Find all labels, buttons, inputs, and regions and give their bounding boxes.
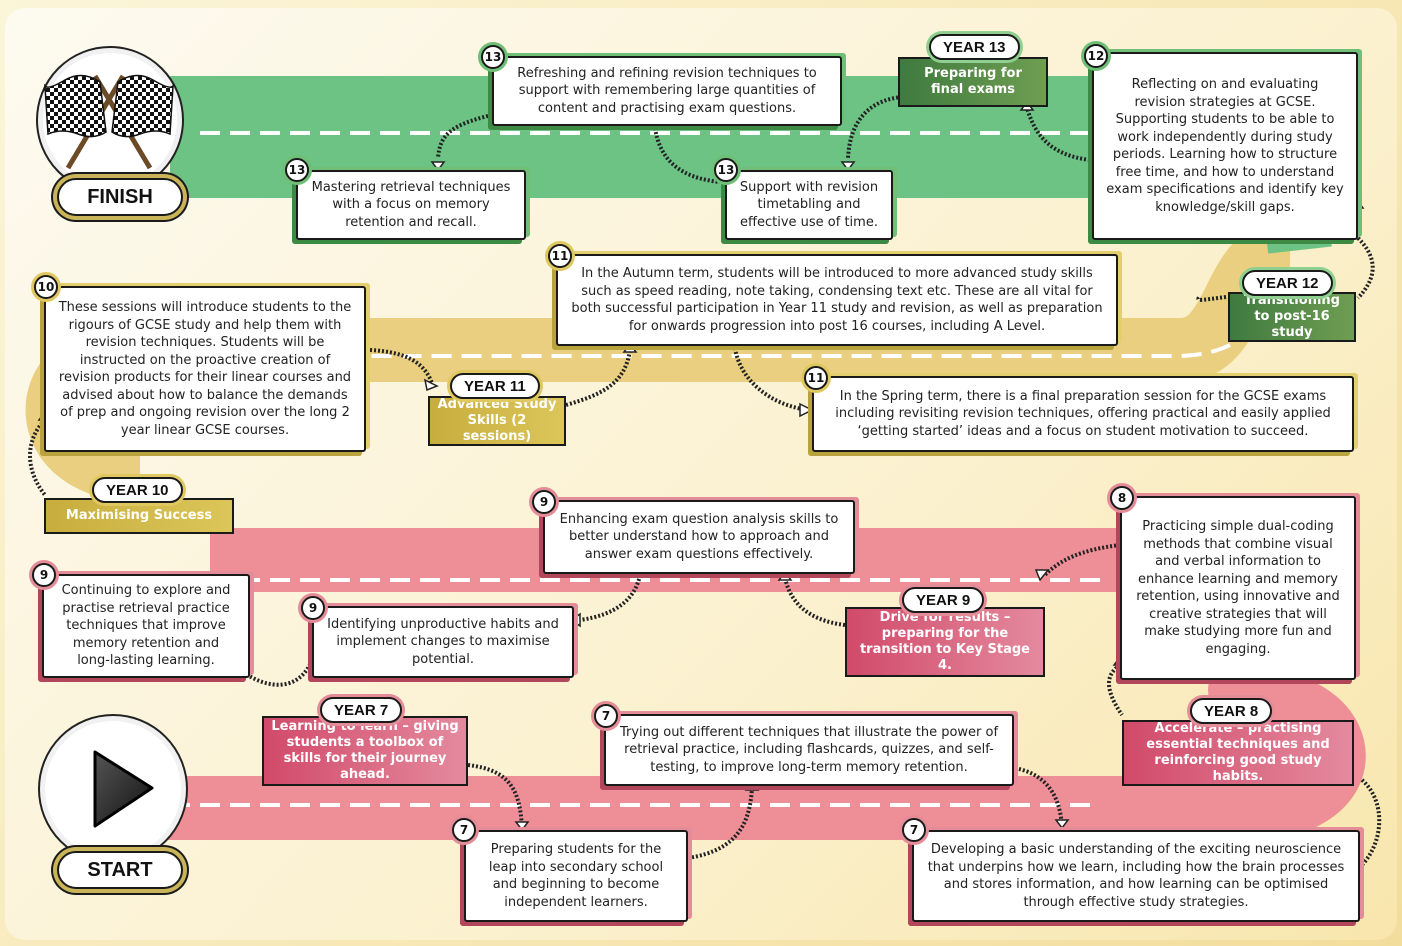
year9-title: Drive for results – preparing for the tr…	[845, 607, 1045, 677]
step-9c-box: Identifying unproductive habits and impl…	[312, 606, 574, 678]
year8-pill: YEAR 8	[1190, 698, 1273, 724]
step-12-box: Reflecting on and evaluating revision st…	[1092, 52, 1358, 240]
step-11a-number: 11	[548, 244, 572, 268]
step-8-box: Practicing simple dual-coding methods th…	[1120, 496, 1356, 680]
step-9c-text: Identifying unproductive habits and impl…	[327, 616, 559, 667]
step-10-box: These sessions will introduce students t…	[44, 286, 366, 452]
start-circle	[38, 714, 188, 864]
step-12-text: Reflecting on and evaluating revision st…	[1106, 77, 1344, 215]
year7-title: Learning to learn – giving students a to…	[262, 716, 468, 786]
step-13c-box: Support with revision timetabling and ef…	[725, 170, 893, 240]
step-11b-number: 11	[804, 366, 828, 390]
step-13a-number: 13	[481, 45, 505, 69]
yellow-road-dashes	[360, 343, 1231, 358]
step-13c-number: 13	[714, 158, 738, 182]
start-label: START	[57, 851, 183, 889]
step-7b-text: Preparing students for the leap into sec…	[488, 842, 664, 910]
step-11b-text: In the Spring term, there is a final pre…	[835, 388, 1331, 439]
finish-circle	[36, 46, 184, 194]
year10-title: Maximising Success	[44, 498, 234, 534]
step-8-text: Practicing simple dual-coding methods th…	[1136, 519, 1340, 657]
step-11a-box: In the Autumn term, students will be int…	[556, 254, 1118, 346]
step-13c-text: Support with revision timetabling and ef…	[739, 179, 879, 230]
step-7c-text: Developing a basic understanding of the …	[927, 842, 1345, 910]
year12-title: Transitioning to post-16 study	[1228, 292, 1356, 342]
step-9b-box: Continuing to explore and practise retri…	[42, 574, 250, 678]
connectors	[28, 95, 1382, 867]
step-7b-box: Preparing students for the leap into sec…	[464, 830, 688, 922]
step-7a-number: 7	[594, 704, 618, 728]
year10-pill: YEAR 10	[92, 477, 183, 503]
step-9a-box: Enhancing exam question analysis skills …	[543, 500, 855, 574]
year8-title: Accelerate – practising essential techni…	[1122, 720, 1354, 786]
checkered-flags-icon	[44, 74, 174, 170]
play-icon	[93, 750, 154, 828]
step-7a-text: Trying out different techniques that ill…	[619, 724, 999, 775]
step-9c-number: 9	[301, 596, 325, 620]
year9-pill: YEAR 9	[902, 587, 985, 613]
year13-title: Preparing for final exams	[898, 57, 1048, 107]
step-11a-text: In the Autumn term, students will be int…	[571, 266, 1103, 334]
step-9b-text: Continuing to explore and practise retri…	[61, 583, 231, 669]
year7-pill: YEAR 7	[320, 697, 403, 723]
step-13b-box: Mastering retrieval techniques with a fo…	[296, 170, 526, 240]
step-10-number: 10	[34, 275, 58, 299]
year11-pill: YEAR 11	[450, 373, 540, 399]
year13-pill: YEAR 13	[929, 34, 1020, 60]
step-13b-number: 13	[285, 158, 309, 182]
step-7c-box: Developing a basic understanding of the …	[912, 830, 1360, 922]
step-9a-text: Enhancing exam question analysis skills …	[559, 511, 839, 562]
step-13b-text: Mastering retrieval techniques with a fo…	[311, 179, 511, 230]
step-9b-number: 9	[32, 563, 56, 587]
step-7b-number: 7	[452, 818, 476, 842]
step-13a-box: Refreshing and refining revision techniq…	[492, 56, 842, 126]
step-7a-box: Trying out different techniques that ill…	[604, 714, 1014, 786]
year12-pill: YEAR 12	[1242, 270, 1333, 296]
finish-label: FINISH	[57, 178, 183, 216]
step-10-text: These sessions will introduce students t…	[58, 300, 352, 438]
step-9a-number: 9	[532, 490, 556, 514]
step-13a-text: Refreshing and refining revision techniq…	[517, 65, 817, 116]
step-11b-box: In the Spring term, there is a final pre…	[812, 376, 1354, 452]
year11-title: Advanced Study Skills (2 sessions)	[428, 396, 566, 446]
step-12-number: 12	[1084, 44, 1108, 68]
step-8-number: 8	[1110, 486, 1134, 510]
red-road-dashes	[170, 578, 1110, 807]
step-7c-number: 7	[902, 818, 926, 842]
